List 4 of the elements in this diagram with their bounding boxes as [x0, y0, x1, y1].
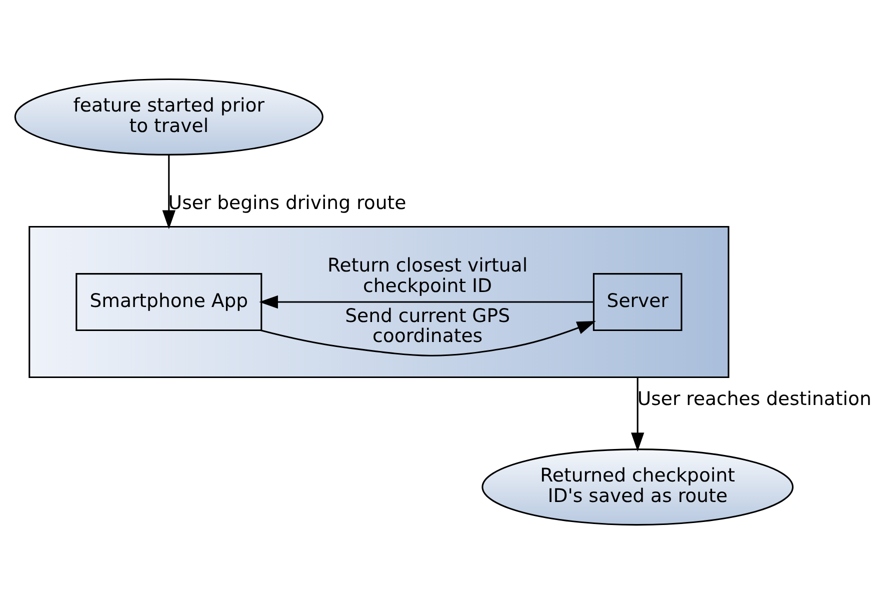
edge-label: User reaches destination	[637, 388, 872, 410]
edge-label: Send current GPS coordinates	[345, 306, 510, 348]
edge-label: Return closest virtual checkpoint ID	[328, 256, 528, 297]
edge-label: User begins driving route	[168, 192, 406, 214]
